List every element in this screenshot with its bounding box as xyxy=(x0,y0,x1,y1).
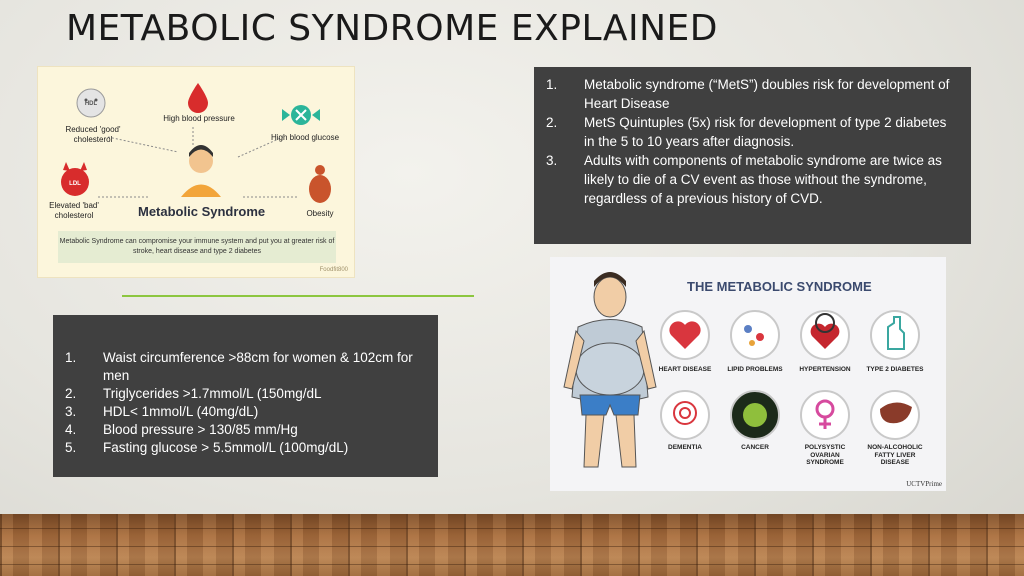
list-item: 4.Blood pressure > 130/85 mm/Hg xyxy=(65,422,298,437)
caption-hypertension: HYPERTENSION xyxy=(799,366,851,373)
floor-seam xyxy=(0,546,1024,547)
label-high-glucose: High blood glucose xyxy=(270,133,340,142)
divider-line xyxy=(122,295,474,297)
label-high-bp: High blood pressure xyxy=(163,114,235,123)
caption-lipid-problems: LIPID PROBLEMS xyxy=(727,366,783,373)
list-item: 2.MetS Quintuples (5x) risk for developm… xyxy=(546,115,947,149)
blood-drop-icon xyxy=(188,83,208,113)
the-metabolic-syndrome-infographic: THE METABOLIC SYNDROME HEART DISEASE LIP… xyxy=(550,257,946,491)
risk-facts-box: 1.Metabolic syndrome (“MetS”) doubles ri… xyxy=(534,67,971,244)
cancer-icon xyxy=(730,390,780,440)
list-item: 3.HDL< 1mmol/L (40mg/dL) xyxy=(65,404,259,419)
type-2-diabetes-icon xyxy=(870,310,920,360)
infographic-illustrations xyxy=(563,272,920,468)
diagnostic-criteria-box: 1.Waist circumference >88cm for women & … xyxy=(53,315,438,477)
list-item: 3.Adults with components of metabolic sy… xyxy=(546,153,942,206)
label-obesity: Obesity xyxy=(306,209,334,218)
man-figure-icon xyxy=(563,272,657,468)
label-reduced-hdl: Reduced 'good' cholesterol xyxy=(65,125,121,144)
wood-floor-background xyxy=(0,514,1024,576)
list-item: 2.Triglycerides >1.7mmol/L (150mg/dL xyxy=(65,386,322,401)
ldl-character-icon xyxy=(61,162,89,196)
floor-seam xyxy=(0,528,1024,529)
heart-disease-icon xyxy=(660,310,710,360)
caption-type-2-diabetes: TYPE 2 DIABETES xyxy=(866,366,924,373)
infographic-title: THE METABOLIC SYNDROME xyxy=(687,279,872,294)
candy-icon xyxy=(282,105,320,125)
slide-title: METABOLIC SYNDROME EXPLAINED xyxy=(66,8,719,49)
criteria-list: 1.Waist circumference >88cm for women & … xyxy=(65,349,426,457)
caption-dementia: DEMENTIA xyxy=(668,444,702,451)
infographic-brand-logo: Foodfit800 xyxy=(319,267,348,273)
hdl-character-icon xyxy=(76,88,106,118)
caption-nafld: NON-ALCOHOLIC FATTY LIVER DISEASE xyxy=(867,444,923,466)
label-elevated-ldl: Elevated 'bad' cholesterol xyxy=(49,201,99,220)
list-item: 5.Fasting glucose > 5.5mmol/L (100mg/dL) xyxy=(65,440,349,455)
caption-cancer: CANCER xyxy=(741,444,769,451)
hdl-badge: HDL xyxy=(84,101,98,107)
infographic-banner: Metabolic Syndrome can compromise your i… xyxy=(58,231,336,263)
list-item: 1.Waist circumference >88cm for women & … xyxy=(65,350,413,383)
ldl-badge: LDL xyxy=(69,181,81,187)
person-icon xyxy=(181,145,221,197)
infographic-credit: UCTVPrime xyxy=(906,480,942,488)
floor-seam xyxy=(0,564,1024,565)
fatty-liver-icon xyxy=(870,390,920,440)
dementia-icon xyxy=(660,390,710,440)
hypertension-icon xyxy=(800,310,850,360)
infographic-center-title: Metabolic Syndrome xyxy=(138,204,266,219)
caption-heart-disease: HEART DISEASE xyxy=(658,366,712,373)
metabolic-syndrome-infographic: Reduced 'good' cholesterol High blood pr… xyxy=(37,66,355,278)
infographic-illustrations xyxy=(61,83,331,203)
obese-figure-icon xyxy=(309,165,331,203)
risk-facts-list: 1.Metabolic syndrome (“MetS”) doubles ri… xyxy=(546,75,959,208)
list-item: 1.Metabolic syndrome (“MetS”) doubles ri… xyxy=(546,77,950,111)
pcos-icon xyxy=(800,390,850,440)
lipid-problems-icon xyxy=(730,310,780,360)
caption-pcos: POLYSYSTIC OVARIAN SYNDROME xyxy=(804,444,846,466)
